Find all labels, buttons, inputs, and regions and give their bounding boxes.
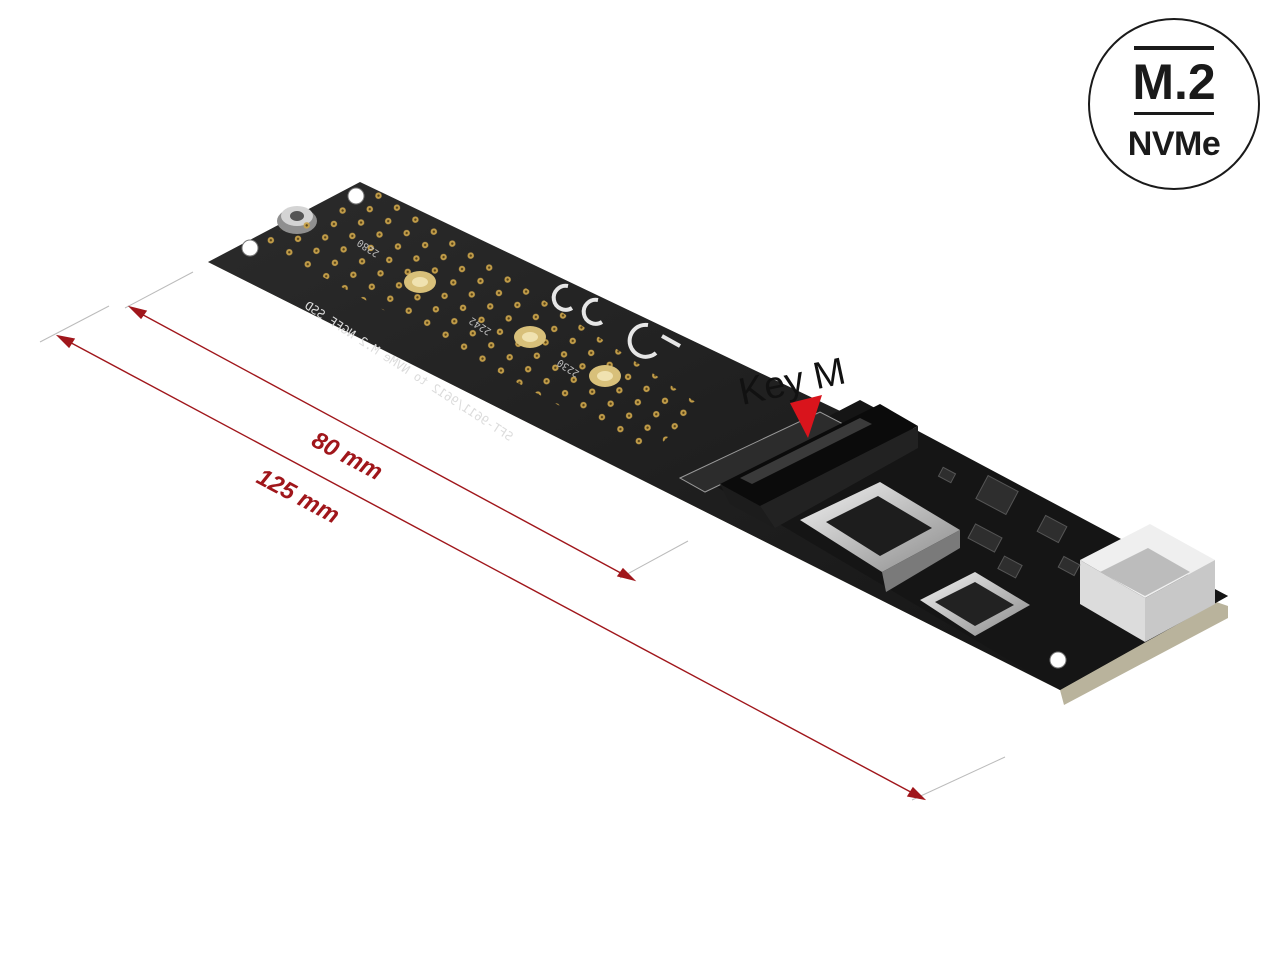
sff-port (800, 482, 960, 592)
smd-components (937, 466, 1081, 579)
solder-pad-grid (255, 190, 700, 455)
m2-slot-connector (720, 404, 918, 528)
dimension-80mm-label: 80 mm (307, 426, 387, 486)
usb-c-port (920, 572, 1030, 636)
standoff-pads (404, 271, 621, 387)
badge-overline (1134, 46, 1214, 50)
badge-m2-text: M.2 (1132, 54, 1216, 110)
dimension-125mm-label: 125 mm (252, 463, 344, 529)
badge-nvme-text: NVMe (1127, 125, 1221, 163)
dimension-80mm (124, 271, 689, 582)
badge-underline (1134, 112, 1214, 115)
power-connector (1080, 524, 1215, 642)
dimension-125mm (39, 305, 1006, 801)
m2-nvme-badge: M.2 NVMe (1088, 18, 1260, 190)
key-m-marker (790, 395, 822, 438)
certification-marks (551, 283, 681, 359)
